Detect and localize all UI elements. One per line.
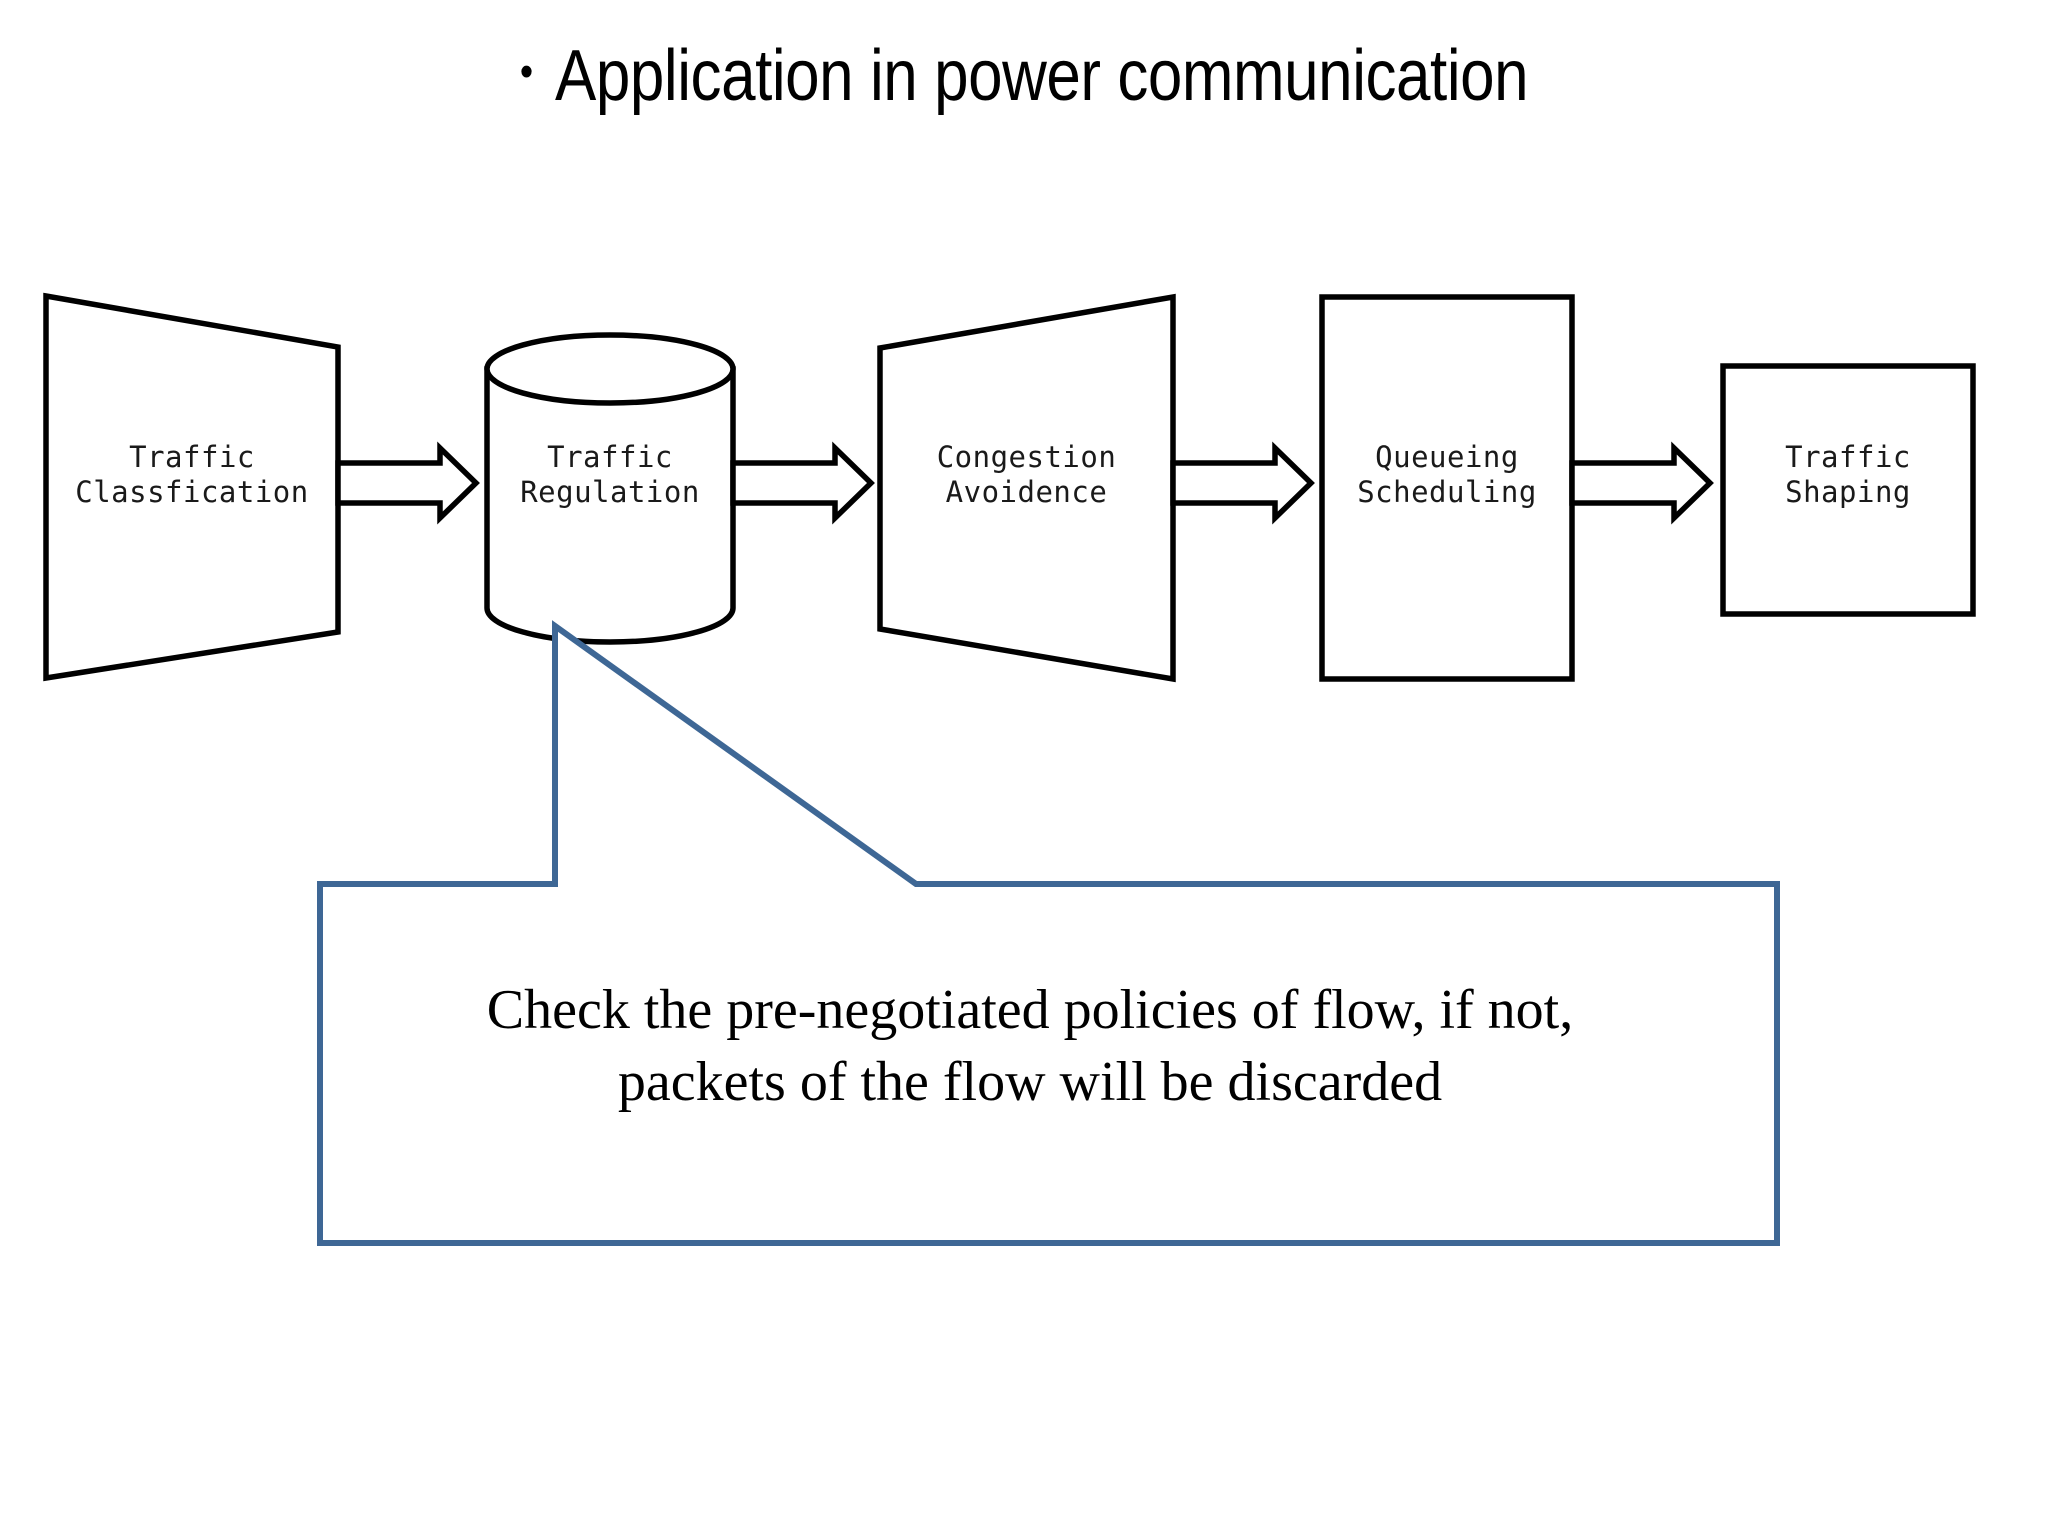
bullet-icon: • <box>519 47 533 96</box>
connector-arrow-1 <box>335 441 480 525</box>
connector-arrow-4 <box>1569 441 1714 525</box>
page-title: • Application in power communication <box>143 36 1904 117</box>
callout-shape[interactable] <box>317 620 1780 1246</box>
node-traffic-regulation-shape[interactable] <box>484 332 736 645</box>
connector-arrow-3 <box>1170 441 1315 525</box>
callout-text-line-1: Check the pre-negotiated policies of flo… <box>486 979 1574 1041</box>
callout-text: Check the pre-negotiated policies of flo… <box>330 975 1730 1118</box>
node-traffic-classification-shape[interactable] <box>43 292 341 682</box>
callout-text-line-2: packets of the flow will be discarded <box>617 1050 1443 1113</box>
node-traffic-shaping-shape[interactable] <box>1720 363 1976 617</box>
node-queueing-scheduling-shape[interactable] <box>1319 294 1575 682</box>
connector-arrow-2 <box>730 441 875 525</box>
node-congestion-avoidence-shape[interactable] <box>877 293 1176 683</box>
page-title-text: Application in power communication <box>555 36 1529 116</box>
